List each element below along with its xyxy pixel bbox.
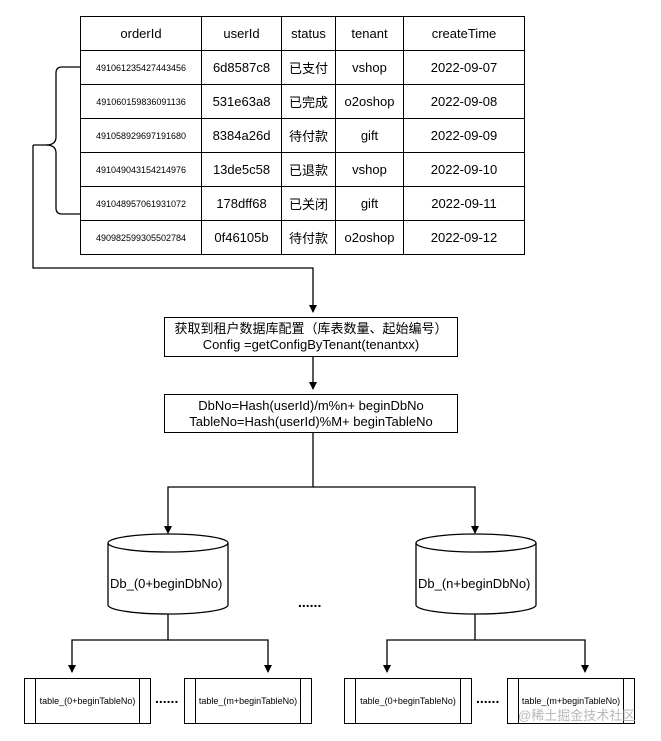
cell-create-time: 2022-09-07 xyxy=(403,50,525,85)
table-m-db0-label: table_(m+beginTableNo) xyxy=(198,696,298,706)
database-0-cylinder-icon xyxy=(107,533,229,615)
brace-to-config-connector xyxy=(32,145,317,313)
hash-step-line2: TableNo=Hash(userId)%M+ beginTableNo xyxy=(189,414,433,429)
table-0-db0-box: table_(0+beginTableNo) xyxy=(24,678,151,724)
cell-user-id: 13de5c58 xyxy=(201,152,282,187)
cell-user-id: 6d8587c8 xyxy=(201,50,282,85)
cell-status: 已关闭 xyxy=(281,186,336,221)
cell-create-time: 2022-09-11 xyxy=(403,186,525,221)
hash-to-db-connector xyxy=(164,433,314,534)
table-0-dbn-box: table_(0+beginTableNo) xyxy=(344,678,472,724)
header-user-id: userId xyxy=(201,16,282,51)
cell-create-time: 2022-09-12 xyxy=(403,220,525,255)
table-m-dbn-label: table_(m+beginTableNo) xyxy=(521,696,621,706)
cell-status: 已支付 xyxy=(281,50,336,85)
table-row: 491060159836091136 531e63a8 已完成 o2oshop … xyxy=(80,84,525,119)
table-row: 491048957061931072 178dff68 已关闭 gift 202… xyxy=(80,186,525,221)
cell-user-id: 8384a26d xyxy=(201,118,282,153)
cell-status: 待付款 xyxy=(281,118,336,153)
cell-tenant: vshop xyxy=(335,152,404,187)
table-0-db0-label: table_(0+beginTableNo) xyxy=(39,696,136,706)
cell-order-id: 491049043154214976 xyxy=(80,152,202,187)
cell-tenant: o2oshop xyxy=(335,84,404,119)
cell-order-id: 491058929697191680 xyxy=(80,118,202,153)
table-row: 491061235427443456 6d8587c8 已支付 vshop 20… xyxy=(80,50,525,85)
database-n-label: Db_(n+beginDbNo) xyxy=(418,576,531,591)
cell-status: 待付款 xyxy=(281,220,336,255)
config-step-line2: Config =getConfigByTenant(tenantxx) xyxy=(202,337,420,352)
db0-to-tables-connector xyxy=(68,614,169,673)
cell-order-id: 491060159836091136 xyxy=(80,84,202,119)
cell-status: 已完成 xyxy=(281,84,336,119)
cell-create-time: 2022-09-09 xyxy=(403,118,525,153)
table-0-dbn-label: table_(0+beginTableNo) xyxy=(360,696,456,706)
cell-tenant: o2oshop xyxy=(335,220,404,255)
cell-order-id: 490982599305502784 xyxy=(80,220,202,255)
table-row: 491049043154214976 13de5c58 已退款 vshop 20… xyxy=(80,152,525,187)
cell-status: 已退款 xyxy=(281,152,336,187)
hash-step-box: DbNo=Hash(userId)/m%n+ beginDbNo TableNo… xyxy=(164,394,458,433)
cell-tenant: gift xyxy=(335,118,404,153)
cell-user-id: 531e63a8 xyxy=(201,84,282,119)
cell-order-id: 491061235427443456 xyxy=(80,50,202,85)
watermark: @稀土掘金技术社区 xyxy=(518,708,636,723)
cell-user-id: 178dff68 xyxy=(201,186,282,221)
cell-user-id: 0f46105b xyxy=(201,220,282,255)
table-m-dbn-box: table_(m+beginTableNo) xyxy=(507,678,635,724)
header-status: status xyxy=(281,16,336,51)
orders-table: orderId userId status tenant createTime … xyxy=(80,16,525,255)
header-tenant: tenant xyxy=(335,16,404,51)
dbn-to-tables-connector xyxy=(383,614,476,673)
cell-tenant: vshop xyxy=(335,50,404,85)
header-create-time: createTime xyxy=(403,16,525,51)
table-m-db0-box: table_(m+beginTableNo) xyxy=(184,678,312,724)
config-step-line1: 获取到租户数据库配置（库表数量、起始编号） xyxy=(174,321,448,336)
cell-tenant: gift xyxy=(335,186,404,221)
hash-step-line1: DbNo=Hash(userId)/m%n+ beginDbNo xyxy=(198,398,424,413)
table-header-row: orderId userId status tenant createTime xyxy=(80,16,525,51)
config-step-box: 获取到租户数据库配置（库表数量、起始编号） Config =getConfigB… xyxy=(164,317,458,357)
cell-create-time: 2022-09-10 xyxy=(403,152,525,187)
table-row: 490982599305502784 0f46105b 待付款 o2oshop … xyxy=(80,220,525,255)
rows-brace xyxy=(33,66,80,146)
database-n-cylinder-icon xyxy=(415,533,537,615)
header-order-id: orderId xyxy=(80,16,202,51)
database-ellipsis: ...... xyxy=(298,594,322,610)
table-row: 491058929697191680 8384a26d 待付款 gift 202… xyxy=(80,118,525,153)
cell-order-id: 491048957061931072 xyxy=(80,186,202,221)
database-0-label: Db_(0+beginDbNo) xyxy=(110,576,223,591)
table-ellipsis-left: ...... xyxy=(155,690,179,706)
cell-create-time: 2022-09-08 xyxy=(403,84,525,119)
table-ellipsis-right: ...... xyxy=(476,690,500,706)
